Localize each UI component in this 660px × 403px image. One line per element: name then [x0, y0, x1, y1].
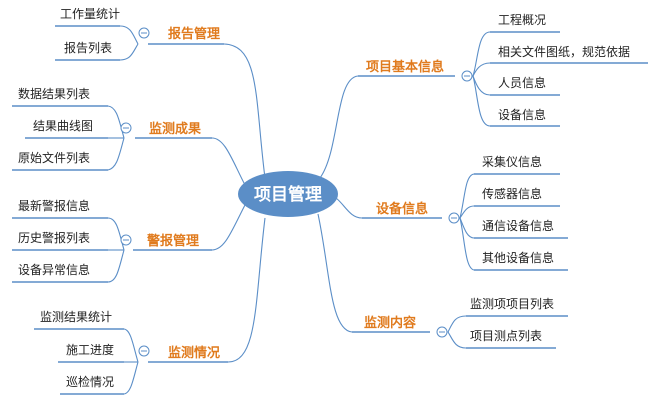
connectors — [12, 25, 648, 395]
leaf-item[interactable]: 其他设备信息 — [482, 250, 554, 265]
connector-leaf — [107, 217, 125, 251]
center-node-shape — [238, 171, 338, 217]
center-node[interactable]: 项目管理 — [238, 171, 338, 217]
connector-monitor-content — [317, 213, 353, 333]
leaf-item[interactable]: 报告列表 — [64, 40, 112, 55]
leaf-item[interactable]: 人员信息 — [498, 75, 546, 90]
leaf-item[interactable]: 巡检情况 — [66, 374, 114, 389]
connector-leaf — [119, 25, 139, 45]
connector-leaf — [107, 105, 125, 139]
connector-leaf — [447, 331, 467, 349]
connector-leaf — [107, 249, 125, 283]
connector-report — [223, 43, 266, 179]
connector-leaf — [107, 137, 125, 171]
connector-leaf — [459, 205, 475, 219]
branch-label-situation[interactable]: 监测情况 — [168, 345, 220, 361]
leaf-item[interactable]: 结果曲线图 — [33, 119, 93, 133]
branch-label-report[interactable]: 报告管理 — [168, 26, 220, 42]
collapse-toggle-project-info[interactable] — [461, 70, 473, 82]
connector-leaf — [472, 75, 491, 127]
leaf-item[interactable]: 采集仪信息 — [482, 154, 542, 169]
connector-leaf — [119, 43, 139, 61]
collapse-toggle-alarm[interactable] — [120, 234, 132, 246]
leaf-item[interactable]: 监测结果统计 — [40, 310, 112, 324]
connector-leaf — [472, 62, 491, 77]
collapse-toggles — [120, 27, 473, 357]
connector-leaf — [459, 173, 475, 219]
leaf-item[interactable]: 工作量统计 — [60, 7, 120, 21]
connector-device-info — [335, 197, 363, 219]
leaf-item[interactable]: 传感器信息 — [482, 186, 542, 201]
branch-label-results[interactable]: 监测成果 — [149, 121, 201, 137]
connector-leaf — [459, 217, 475, 271]
connector-project-info — [319, 75, 359, 179]
leaf-item[interactable]: 数据结果列表 — [18, 86, 90, 101]
branch-label-project-info[interactable]: 项目基本信息 — [366, 59, 444, 75]
branch-label-monitor-content[interactable]: 监测内容 — [364, 315, 416, 331]
connector-alarm — [211, 204, 246, 251]
collapse-toggle-device-info[interactable] — [448, 212, 460, 224]
collapse-toggle-results[interactable] — [120, 122, 132, 134]
connector-situation — [227, 217, 266, 363]
leaf-item[interactable]: 历史警报列表 — [18, 230, 90, 245]
connector-leaf — [447, 315, 467, 333]
connector-leaf — [472, 31, 491, 77]
leaf-item[interactable]: 施工进度 — [66, 342, 114, 357]
collapse-toggle-monitor-content[interactable] — [436, 326, 448, 338]
leaf-item[interactable]: 监测项项目列表 — [470, 297, 554, 311]
connector-results — [211, 137, 246, 186]
leaf-item[interactable]: 相关文件图纸，规范依据 — [498, 44, 630, 59]
leaf-item[interactable]: 通信设备信息 — [482, 218, 554, 233]
leaf-item[interactable]: 工程概况 — [498, 12, 546, 27]
collapse-toggle-report[interactable] — [138, 27, 150, 39]
collapse-toggle-situation[interactable] — [138, 345, 150, 357]
branch-label-alarm[interactable]: 警报管理 — [147, 233, 199, 249]
branch-label-device-info[interactable]: 设备信息 — [376, 201, 428, 217]
leaf-item[interactable]: 设备异常信息 — [18, 262, 90, 277]
connector-leaf — [123, 361, 139, 395]
connector-leaf — [123, 328, 139, 363]
center-node-label: 项目管理 — [254, 184, 322, 205]
leaf-item[interactable]: 项目测点列表 — [470, 329, 542, 343]
leaf-item[interactable]: 原始文件列表 — [18, 150, 90, 165]
leaf-item[interactable]: 最新警报信息 — [18, 198, 90, 213]
leaf-item[interactable]: 设备信息 — [498, 107, 546, 122]
